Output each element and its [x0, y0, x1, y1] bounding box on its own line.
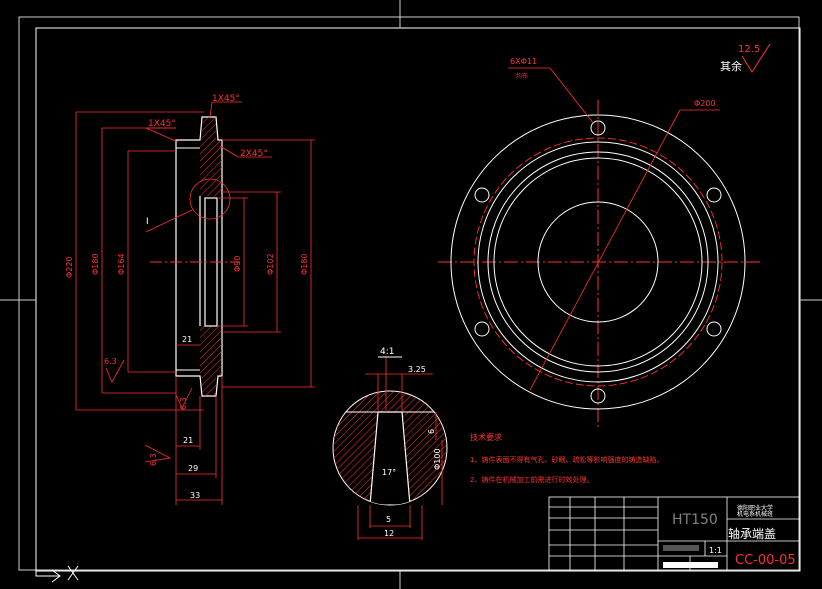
dim-21-inner: 21: [182, 335, 192, 344]
material: HT150: [672, 512, 718, 528]
title-block-redacted: [663, 562, 718, 568]
bolt-hole: [474, 187, 490, 203]
hatch-bottom: [200, 326, 222, 376]
dim-d180-left: Φ180: [91, 253, 100, 275]
section-view: Φ220 Φ180 Φ164 Φ90 Φ102 Φ180 1X45° 1X45°…: [65, 94, 315, 505]
holes-label: 6XΦ11: [510, 57, 537, 66]
hatch-top: [200, 140, 222, 196]
dim-d90: Φ90: [233, 256, 242, 272]
bolt-hole: [706, 321, 722, 337]
title-block-redacted: [663, 545, 699, 551]
bolt-circle: [473, 137, 723, 387]
roughness-b: 6.3: [179, 397, 188, 410]
dim-21: 21: [183, 436, 193, 445]
hatch-flange-top: [202, 117, 216, 140]
dim-6: 6: [427, 429, 436, 434]
dim-d180-right: Φ180: [300, 253, 309, 275]
outer-border: [18, 16, 800, 571]
other-surfaces-label: 其余: [720, 59, 742, 73]
school-line-1: 德阳职业大学: [737, 504, 773, 512]
chamfer-1x45-inner: 1X45°: [148, 119, 176, 129]
detail-marker-i: I: [146, 217, 149, 227]
detail-scale: 4:1: [380, 347, 394, 357]
school-line-2: 机电系机械班: [737, 510, 773, 518]
roughness-value: 12.5: [738, 44, 760, 55]
dim-5: 5: [386, 515, 391, 524]
tech-item-1: 1、铸件表面不得有气孔、砂眼、疏松等影响强度的铸造缺陷。: [470, 455, 663, 464]
roughness-c: 6.3: [149, 453, 158, 466]
ucs-icon: [35, 560, 79, 583]
title-block: [548, 496, 801, 572]
chamfer-1x45-top: 1X45°: [212, 94, 240, 104]
part-name: 轴承端盖: [728, 526, 776, 541]
dim-d164: Φ164: [117, 253, 126, 275]
rim-circle-3: [487, 151, 709, 373]
dim-angle: 17°: [382, 468, 396, 477]
dim-3-25: 3.25: [408, 365, 426, 374]
dim-12: 12: [384, 529, 394, 538]
chamfer-2x45: 2X45°: [240, 149, 268, 159]
bolt-hole: [590, 388, 606, 404]
scale-label: 1:1: [709, 546, 722, 555]
bolt-hole: [706, 187, 722, 203]
roughness-a: 6.3: [104, 357, 117, 366]
outer-rim: [450, 114, 746, 410]
tech-item-2: 2、铸件在机械加工前需进行时效处理。: [470, 475, 593, 484]
dim-d102: Φ102: [266, 253, 275, 275]
bolt-hole: [474, 321, 490, 337]
tech-title: 技术要求: [470, 432, 502, 442]
hole-leader: [549, 67, 595, 125]
hatch-flange-bot: [202, 376, 216, 396]
dim-d220: Φ220: [65, 256, 74, 278]
roughness-symbol: [741, 43, 771, 73]
bore-circle: [537, 201, 659, 323]
pcd-label: Φ200: [694, 99, 716, 108]
dim-d100: Φ100: [433, 448, 442, 470]
groove-profile: [369, 411, 411, 505]
rim-circle-2: [477, 141, 719, 383]
plan-view: [438, 67, 762, 428]
detail-view: 4:1 3.25 6 Φ100 17° 5 12: [332, 347, 448, 540]
holes-note: 均布: [516, 72, 528, 80]
dim-33: 33: [190, 491, 200, 500]
drawing-number: CC-00-05: [735, 553, 796, 568]
bolt-hole: [590, 120, 606, 136]
dim-29: 29: [188, 464, 198, 473]
rim-circle-4: [493, 157, 703, 367]
pcd-leader: [529, 109, 681, 391]
